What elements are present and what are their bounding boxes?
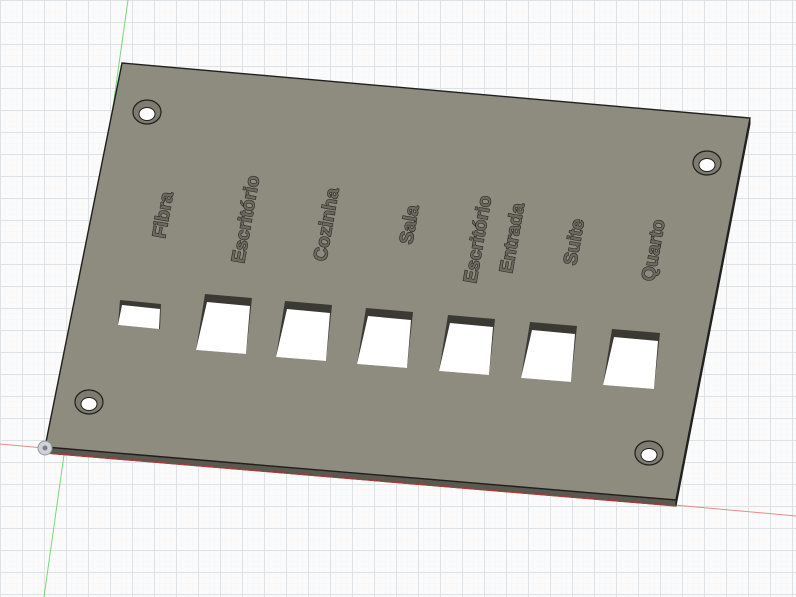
cutout-cozinha: [276, 301, 332, 361]
mounting-hole-top-left: [132, 99, 162, 125]
plate-bottom-highlight: [44, 452, 677, 507]
cutout-fibra: [118, 300, 161, 329]
mounting-hole-bottom-left: [74, 389, 104, 415]
cutout-sala: [357, 308, 413, 368]
switch-plate[interactable]: [44, 62, 751, 501]
cutout-suite: [521, 322, 577, 382]
cutout-escritorio: [196, 294, 252, 354]
cutout-escritorio-entrada: [439, 315, 495, 375]
origin-point-icon[interactable]: [37, 440, 53, 456]
mounting-hole-bottom-right: [634, 440, 664, 466]
cutout-quarto: [603, 329, 660, 389]
mounting-hole-top-right: [692, 150, 722, 176]
